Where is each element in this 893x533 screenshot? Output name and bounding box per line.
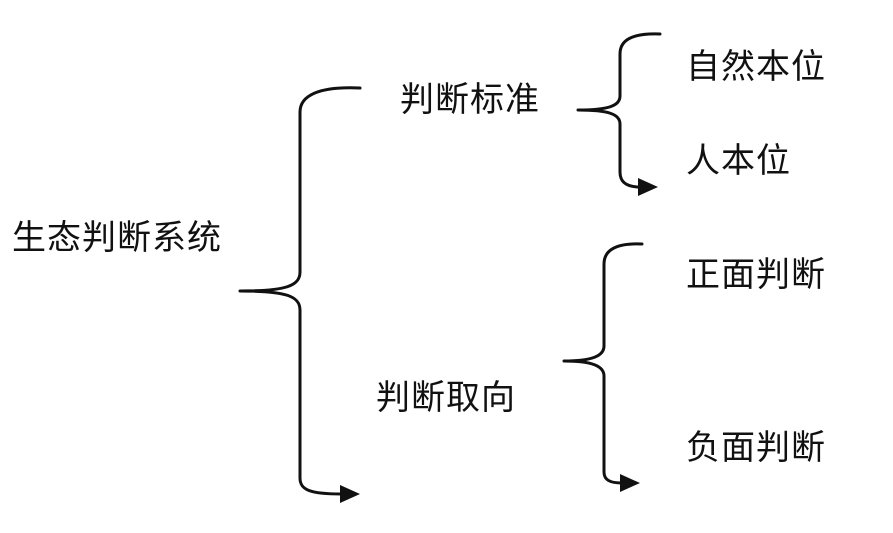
leaf-label-positive-judgment: 正面判断 <box>686 255 826 295</box>
criteria-brace-arrowhead <box>638 178 658 196</box>
criteria-brace <box>576 32 662 189</box>
branch-label-criteria: 判断标准 <box>400 80 540 120</box>
orientation-brace <box>562 242 644 485</box>
root-label: 生态判断系统 <box>12 218 222 258</box>
leaf-label-negative-judgment: 负面判断 <box>686 428 826 468</box>
branch-label-orientation: 判断取向 <box>376 378 516 418</box>
leaf-label-nature-centered: 自然本位 <box>686 47 826 87</box>
main-brace <box>238 86 362 496</box>
leaf-label-human-centered: 人本位 <box>686 141 791 181</box>
orientation-brace-arrowhead <box>620 474 640 492</box>
main-brace-arrowhead <box>340 485 360 503</box>
